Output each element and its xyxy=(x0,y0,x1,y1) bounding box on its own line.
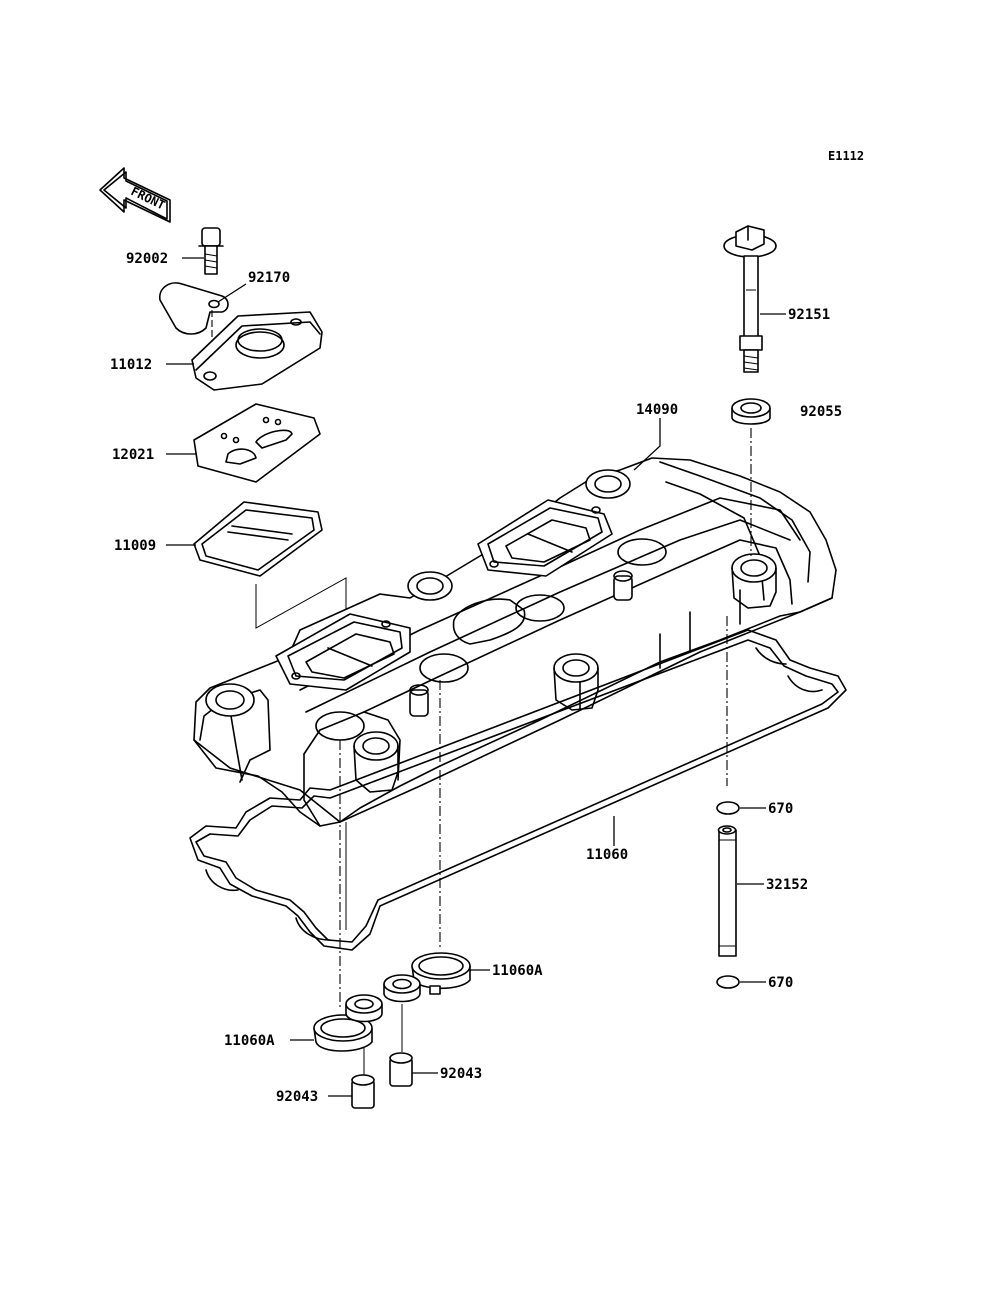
part-label-92002: 92002 xyxy=(126,251,168,267)
diagram-code: E1112 xyxy=(828,149,864,163)
part-label-670-top: 670 xyxy=(768,801,793,817)
grommet-boss-icon xyxy=(205,469,777,793)
grommet-92055-icon xyxy=(731,398,771,425)
bolt-92002-icon xyxy=(198,227,224,275)
breather-cover-11012-icon xyxy=(191,311,323,391)
part-label-92151: 92151 xyxy=(788,307,830,323)
part-label-92043-right: 92043 xyxy=(440,1066,482,1082)
part-label-11060A-right: 11060A xyxy=(492,963,543,979)
gasket-plate-12021-icon xyxy=(193,403,321,483)
part-label-32152: 32152 xyxy=(766,877,808,893)
o-ring-670-bottom-icon xyxy=(716,975,740,989)
bolt-92151-icon xyxy=(723,225,777,373)
part-label-670-bottom: 670 xyxy=(768,975,793,991)
part-label-11060A-left: 11060A xyxy=(224,1033,275,1049)
part-label-92170: 92170 xyxy=(248,270,290,286)
part-label-92055: 92055 xyxy=(800,404,842,420)
o-ring-670-top-icon xyxy=(716,801,740,815)
sleeve-92043-left-icon xyxy=(351,1074,375,1109)
part-label-11060: 11060 xyxy=(586,847,628,863)
part-label-11012: 11012 xyxy=(110,357,152,373)
head-cover-gasket-11060-icon xyxy=(189,629,847,951)
pipe-32152-icon xyxy=(717,825,737,957)
part-label-11009: 11009 xyxy=(114,538,156,554)
cylinder-head-cover-14090-icon xyxy=(193,457,837,827)
sleeve-92043-right-icon xyxy=(389,1052,413,1087)
clamp-92170-icon xyxy=(159,282,229,335)
gasket-11009-icon xyxy=(193,501,323,577)
plug-seal-11060A-right-icon xyxy=(411,952,471,995)
washer-right-icon xyxy=(383,974,421,1003)
part-label-92043-left: 92043 xyxy=(276,1089,318,1105)
washer-left-icon xyxy=(345,994,383,1023)
part-label-12021: 12021 xyxy=(112,447,154,463)
front-arrow-icon: FRONT xyxy=(99,167,171,223)
part-label-14090: 14090 xyxy=(636,402,678,418)
